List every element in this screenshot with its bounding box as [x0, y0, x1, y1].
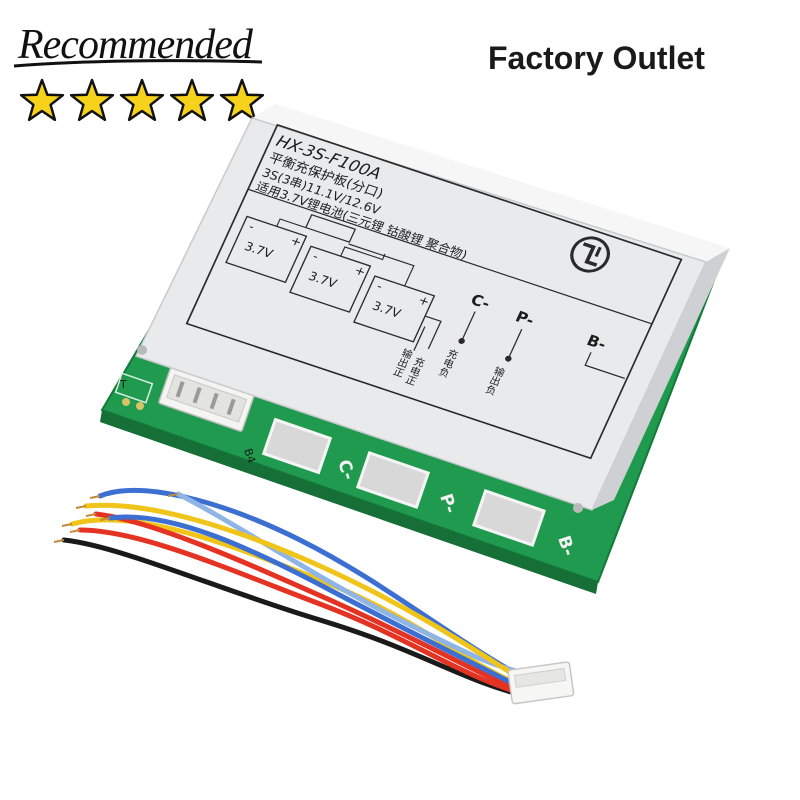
- harness-wires: [53, 488, 529, 699]
- star-icon: [119, 78, 165, 122]
- terminal-c-label: C-: [468, 291, 493, 313]
- star-rating: [19, 78, 265, 122]
- solder-pad: [122, 398, 130, 406]
- wire: [61, 537, 529, 699]
- star-icon: [19, 78, 65, 122]
- cell-plus-2: +: [352, 263, 368, 279]
- silk-b4: B4: [241, 447, 258, 465]
- bare-wire-end: [61, 523, 73, 527]
- factory-outlet-banner: Factory Outlet: [488, 40, 705, 76]
- screw-post: [573, 503, 583, 513]
- bare-wire-end: [99, 517, 111, 521]
- wire: [107, 514, 525, 691]
- balance-connector: [158, 366, 255, 432]
- silk-box: [114, 372, 154, 404]
- terminal-p-label: P-: [513, 308, 537, 330]
- star-icon: [69, 78, 115, 122]
- bare-wire-end: [69, 529, 81, 533]
- bare-wire-end: [85, 513, 97, 517]
- bare-wire-end: [89, 495, 101, 499]
- bare-wire-end: [75, 505, 87, 509]
- plate-side: [592, 248, 730, 510]
- cell-plus-1: +: [288, 233, 304, 249]
- star-icon: [219, 78, 265, 122]
- silk-t: T: [119, 378, 127, 391]
- underline-swash: [13, 59, 263, 68]
- star-icon: [169, 78, 215, 122]
- recommended-badge: Recommended: [13, 22, 265, 122]
- cell-plus-3: +: [416, 293, 432, 309]
- wire: [93, 511, 527, 695]
- harness-connector: [507, 661, 575, 705]
- cover-plate: HX-3S-F100A 平衡充保护板(分口) 3S(3串)11.1V/12.6V…: [134, 104, 730, 513]
- pcb-edge: [100, 410, 598, 594]
- bare-wire-end: [167, 493, 179, 497]
- plate-top-edge: [252, 104, 730, 262]
- terminal-b-label: B-: [584, 332, 609, 354]
- brand-logo: [570, 236, 610, 273]
- solder-pad: [136, 402, 144, 410]
- cell-minus-3: -: [375, 279, 385, 293]
- bare-wire-end: [53, 539, 65, 543]
- pad-p: P-: [355, 450, 460, 516]
- wire: [83, 502, 525, 683]
- wire-harness: [53, 488, 575, 705]
- wire: [77, 527, 527, 697]
- screw-post: [137, 345, 147, 355]
- cell-minus-2: -: [311, 249, 321, 263]
- cell-minus-1: -: [247, 220, 257, 234]
